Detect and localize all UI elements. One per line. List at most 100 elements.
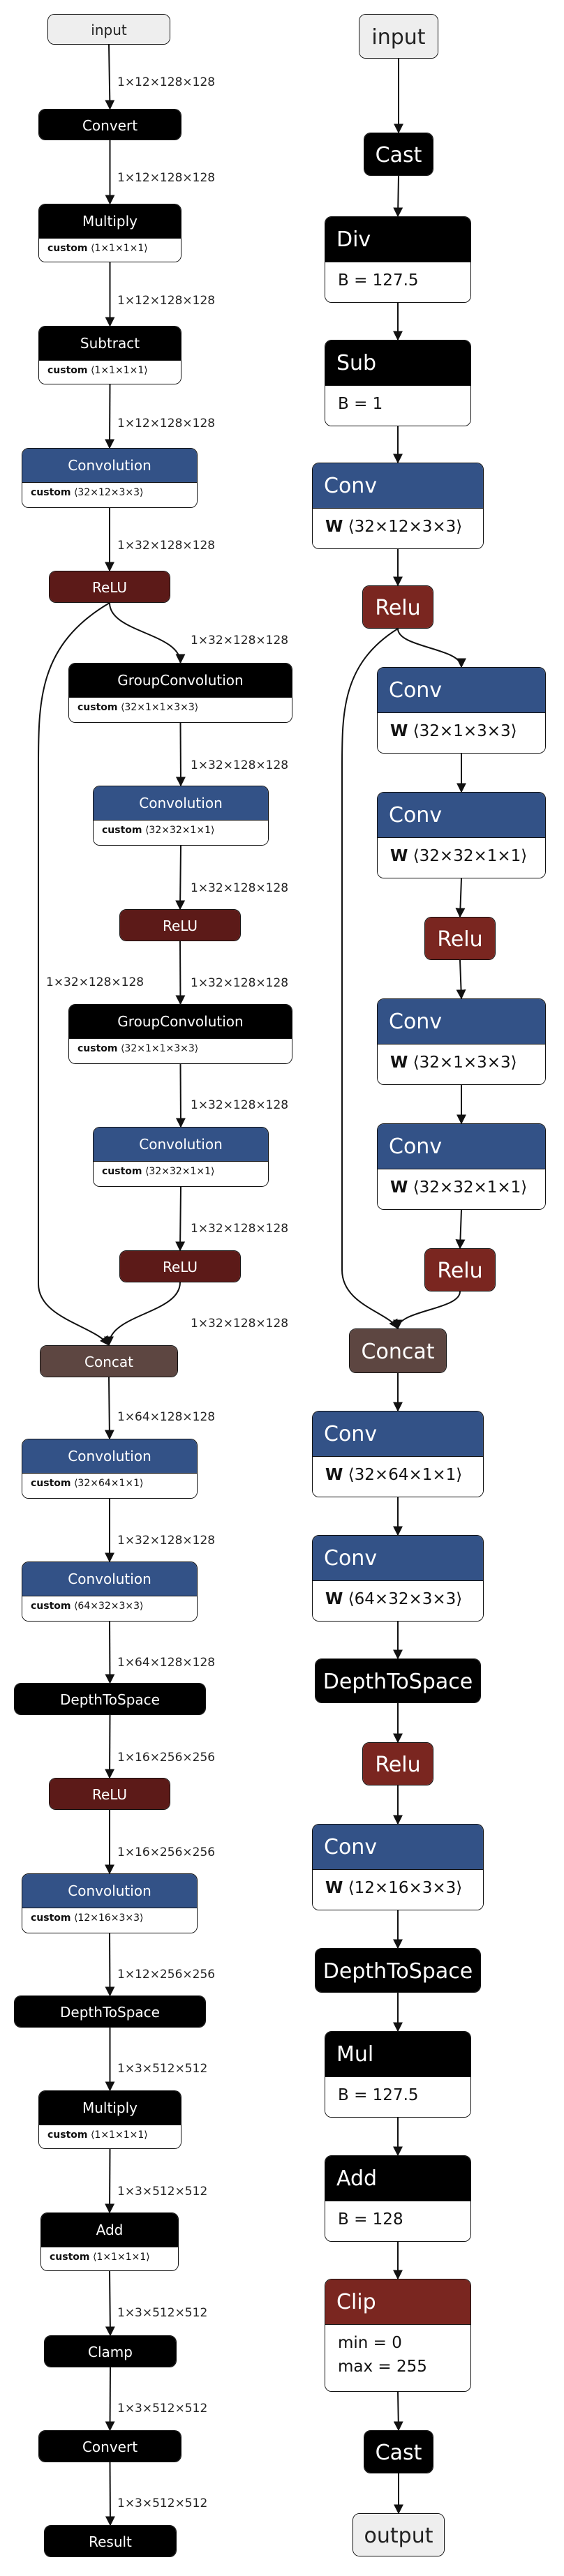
attribute-line: B = 127.5 [338,2086,419,2104]
node-attributes: custom ⟨1×1×1×1⟩ [39,360,181,384]
edge-arrow [341,628,399,1330]
node-title: Convert [39,110,181,140]
node-title: Relu [425,918,495,959]
right-node-relu[interactable]: Relu [362,585,433,629]
edge-shape-label: 1×32×128×128 [191,881,289,895]
node-attributes: custom ⟨32×64×1×1⟩ [22,1473,197,1498]
node-title: Convolution [22,1562,197,1596]
right-node-input[interactable]: input [359,14,438,59]
node-title: Div [325,217,470,262]
right-node-depthtospace[interactable]: DepthToSpace [315,1658,481,1703]
edge-arrow [105,2367,115,2432]
right-node-sub[interactable]: Sub B = 1 [325,340,471,426]
left-node-convert[interactable]: Convert [38,2430,181,2462]
attribute-key: custom [50,2252,90,2263]
attribute-key: custom [102,825,142,836]
right-node-cast[interactable]: Cast [364,133,433,176]
left-node-result[interactable]: Result [44,2525,177,2557]
node-title: Multiply [39,204,181,238]
left-node-input[interactable]: input [47,14,170,45]
node-title: Convolution [22,1439,197,1473]
node-title: Sub [325,340,470,385]
node-title: ReLU [120,910,240,941]
attribute-key: custom [47,243,88,254]
edge-shape-label: 1×64×128×128 [117,1410,216,1424]
attribute-value: ⟨12×16×3×3⟩ [70,1912,144,1924]
node-title: Add [325,2156,470,2201]
left-node-depthtospace[interactable]: DepthToSpace [14,1683,206,1715]
node-attributes: min = 0 max = 255 [325,2324,470,2391]
attribute-key: custom [31,487,71,498]
node-title: Convolution [94,1128,268,1161]
right-node-output[interactable]: output [352,2513,445,2556]
left-node-clamp[interactable]: Clamp [44,2335,177,2367]
node-title: Concat [350,1329,446,1372]
node-title: Conv [378,999,545,1044]
node-attributes: W ⟨32×1×3×3⟩ [378,1044,545,1084]
node-attributes: custom ⟨32×12×3×3⟩ [22,482,197,507]
left-node-relu[interactable]: ReLU [119,909,241,941]
attribute-key: W [390,1054,408,1072]
right-node-relu[interactable]: Relu [362,1742,433,1785]
left-node-relu[interactable]: ReLU [49,1778,170,1810]
attribute-line: min = 0 [338,2334,402,2352]
right-node-cast[interactable]: Cast [364,2430,433,2473]
left-node-relu[interactable]: ReLU [49,571,170,603]
edge-arrow [175,845,186,911]
edge-shape-label: 1×32×128×128 [191,1098,289,1112]
node-attributes: custom ⟨32×1×1×3×3⟩ [69,697,292,722]
right-node-relu[interactable]: Relu [424,917,496,960]
node-attributes: custom ⟨1×1×1×1⟩ [39,2125,181,2148]
node-attributes: custom ⟨64×32×3×3⟩ [22,1596,197,1621]
left-node-convert[interactable]: Convert [38,109,181,140]
attribute-value: ⟨32×12×3×3⟩ [70,487,144,498]
node-title: GroupConvolution [69,1005,292,1038]
node-title: Add [41,2213,178,2247]
edge-shape-label: 1×16×256×256 [117,1751,216,1765]
right-node-relu[interactable]: Relu [424,1248,496,1291]
left-node-depthtospace[interactable]: DepthToSpace [14,1995,206,2028]
node-attributes: custom ⟨32×1×1×3×3⟩ [69,1038,292,1063]
node-attributes: custom ⟨32×32×1×1⟩ [94,820,268,845]
left-node-concat[interactable]: Concat [40,1345,178,1377]
edge-shape-label: 1×32×128×128 [46,975,144,989]
node-attributes: B = 1 [325,385,470,426]
attribute-line: B = 1 [338,395,383,413]
node-title: Relu [363,1743,433,1785]
right-node-div[interactable]: Div B = 127.5 [325,216,471,303]
attribute-line: max = 255 [338,2358,427,2376]
node-attributes: custom ⟨32×32×1×1⟩ [94,1161,268,1186]
right-node-depthtospace[interactable]: DepthToSpace [315,1948,481,1993]
left-node-relu[interactable]: ReLU [119,1250,241,1282]
edge-arrow [104,1282,181,1347]
node-title: ReLU [120,1251,240,1282]
right-node-concat[interactable]: Concat [349,1328,447,1373]
node-title: Multiply [39,2091,181,2125]
attribute-line: B = 127.5 [338,271,419,290]
node-title: ReLU [50,1779,170,1809]
edge-shape-label: 1×3×512×512 [117,2402,208,2416]
